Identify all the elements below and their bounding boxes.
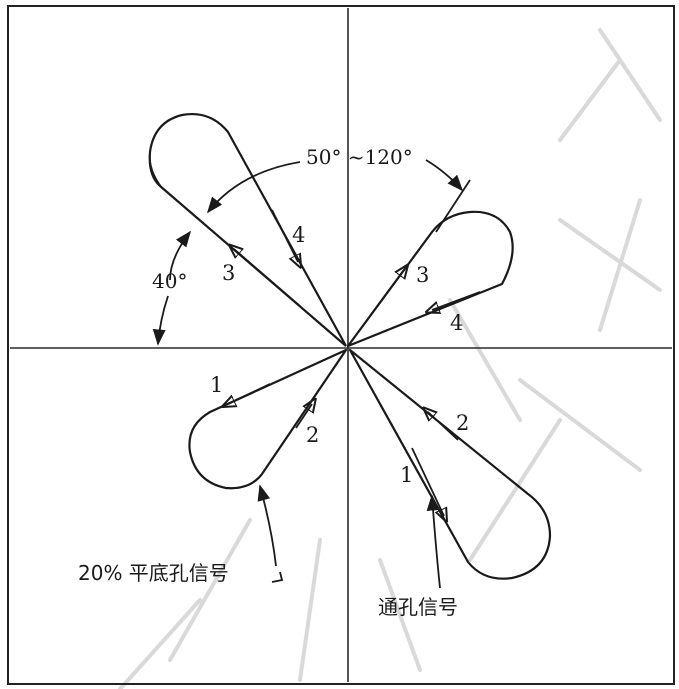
diagram-frame	[7, 5, 675, 685]
flat-bottom-leader-tail	[271, 571, 284, 583]
angle-arc-right	[425, 159, 464, 192]
arrowhead-icon	[369, 270, 404, 317]
tilt-arc-upper	[169, 230, 191, 281]
watermark	[118, 28, 662, 689]
angle-arc-left	[206, 161, 301, 214]
lobe-lower-right	[348, 348, 552, 580]
flat-bottom-leader	[257, 484, 277, 567]
arrowhead-icon	[234, 249, 301, 307]
flat-bottom-caption: 20% 平底孔信号	[78, 561, 229, 585]
step-label: 3	[416, 263, 429, 287]
arrowhead-icon	[411, 447, 444, 516]
tilt-arc-lower	[152, 295, 169, 346]
step-label: 1	[210, 373, 223, 397]
step-label: 3	[222, 261, 235, 285]
step-label: 4	[450, 311, 463, 335]
lobe-upper-left	[148, 113, 347, 347]
step-label: 2	[306, 423, 319, 447]
step-label: 2	[456, 411, 469, 435]
through-hole-leader	[426, 494, 441, 589]
lobe-lower-left	[188, 348, 348, 490]
through-hole-caption: 通孔信号	[378, 595, 458, 619]
step-label: 4	[292, 223, 305, 247]
arrowhead-icon	[228, 383, 271, 404]
arrowhead-icon	[295, 404, 312, 429]
angle-range-label: 50° ~120°	[306, 145, 413, 169]
tilt-angle-label: 40°	[152, 269, 187, 293]
angle-tick	[435, 179, 471, 233]
arrowhead-icon	[271, 209, 298, 262]
arrowhead-icon	[428, 412, 459, 441]
arrowhead-icon	[432, 291, 481, 310]
lobe-upper-right	[346, 210, 514, 348]
step-label: 1	[400, 463, 413, 487]
